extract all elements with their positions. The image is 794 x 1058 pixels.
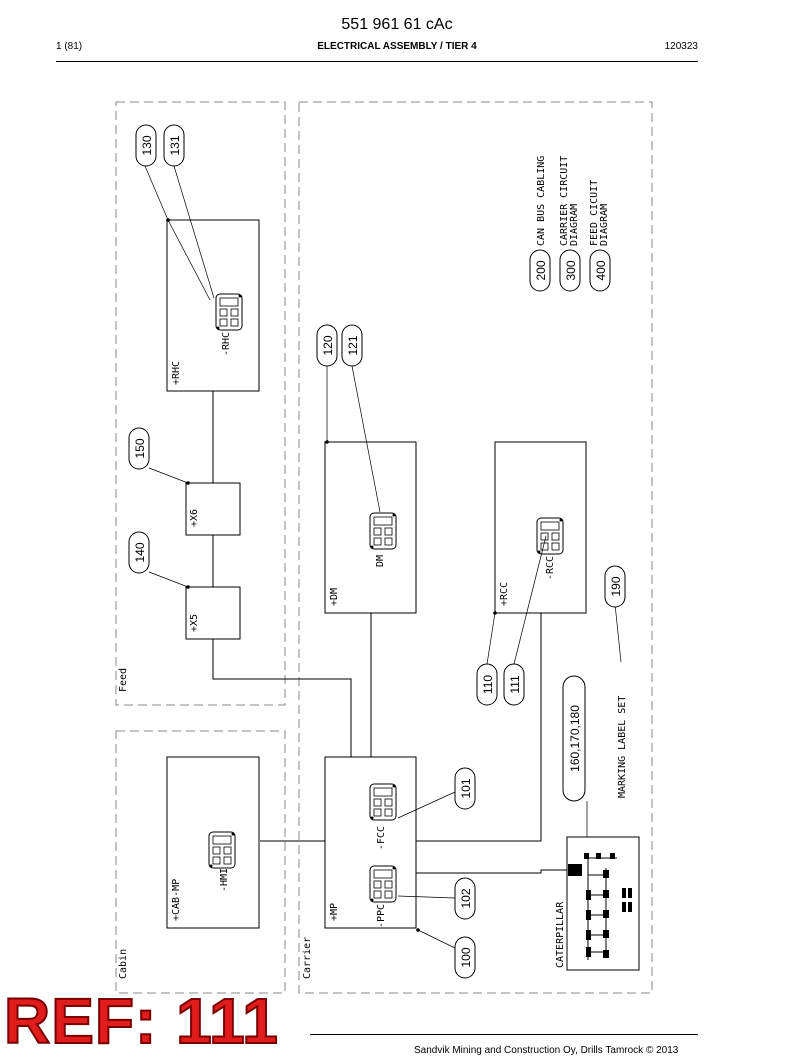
callout-190: 190 <box>604 565 626 608</box>
footer-rule <box>310 1034 698 1035</box>
unit-x6: +X6 <box>185 482 241 536</box>
callout-160-170-180-text: 160,170,180 <box>568 705 582 772</box>
unit-rhc-module: -RHC <box>221 332 232 356</box>
callout-140-text: 140 <box>133 542 147 562</box>
callout-131: 131 <box>163 124 185 167</box>
unit-rhc-label: +RHC <box>171 361 182 385</box>
document-date: 120323 <box>664 41 698 52</box>
legend-200-number: 200 <box>534 260 548 280</box>
callout-111-text: 111 <box>508 675 522 694</box>
callout-120-text: 120 <box>321 335 335 355</box>
callout-110-text: 110 <box>481 675 495 694</box>
callout-131-text: 131 <box>168 135 182 155</box>
page-title: ELECTRICAL ASSEMBLY / TIER 4 <box>317 41 477 52</box>
zone-carrier: Carrier <box>298 101 653 994</box>
callout-130-text: 130 <box>140 135 154 155</box>
legend-400-number: 400 <box>594 260 608 280</box>
zone-feed: Feed <box>115 101 286 706</box>
reference-watermark: REF: 111 <box>3 984 279 1058</box>
zone-cabin-label: Cabin <box>118 949 129 979</box>
legend-400-line1: FEED CICUIT <box>589 180 600 246</box>
document-number: 551 961 61 cAc <box>341 16 453 33</box>
legend-item-300: 300 CARRIER CIRCUIT DIAGRAM <box>559 156 581 292</box>
leader-dots <box>166 218 497 932</box>
legend-300-line1: CARRIER CIRCUIT <box>559 156 570 246</box>
leader-lines <box>144 165 622 949</box>
callout-102: 102 <box>454 877 476 920</box>
unit-rcc: +RCC -RCC <box>494 441 587 614</box>
callout-100: 100 <box>454 936 476 979</box>
unit-dm-module: DM <box>375 555 386 567</box>
callout-130: 130 <box>135 124 157 167</box>
zone-carrier-label: Carrier <box>302 937 313 979</box>
unit-mp-ppc-module: -PPC <box>376 904 387 928</box>
header-rule <box>56 61 698 62</box>
unit-x5: +X5 <box>185 586 241 640</box>
cables <box>212 391 567 874</box>
callout-120: 120 <box>316 324 338 367</box>
unit-cab-mp-module: -HMI <box>219 868 230 892</box>
callout-111: 111 <box>503 663 525 706</box>
zone-feed-label: Feed <box>118 668 129 692</box>
callout-150: 150 <box>128 427 150 470</box>
unit-rhc: +RHC -RHC <box>166 219 260 392</box>
unit-rcc-module: -RCC <box>545 556 556 580</box>
legend-item-200: 200 CAN BUS CABLING <box>529 156 551 292</box>
zone-cabin: Cabin <box>115 730 286 994</box>
unit-mp: +MP -FCC -PPC <box>324 756 417 929</box>
callout-102-text: 102 <box>459 888 473 908</box>
unit-mp-label: +MP <box>329 903 340 921</box>
callout-140: 140 <box>128 531 150 574</box>
callout-190-text: 190 <box>609 576 623 596</box>
legend-200-line1: CAN BUS CABLING <box>536 156 547 246</box>
caterpillar-label: CATERPILLAR <box>555 901 566 968</box>
unit-mp-fcc-module: -FCC <box>376 826 387 850</box>
page-number: 1 (81) <box>56 41 83 52</box>
callout-101: 101 <box>454 767 476 810</box>
unit-x5-label: +X5 <box>189 614 200 632</box>
legend-300-line2: DIAGRAM <box>569 204 580 246</box>
unit-cab-mp-label: +CAB-MP <box>171 879 182 921</box>
legend-item-400: 400 FEED CICUIT DIAGRAM <box>589 180 611 292</box>
legend: 200 CAN BUS CABLING 300 CARRIER CIRCUIT … <box>529 156 611 292</box>
unit-dm-label: +DM <box>329 588 340 606</box>
callout-110: 110 <box>476 663 498 706</box>
callout-100-text: 100 <box>459 947 473 967</box>
callout-121-text: 121 <box>346 335 360 355</box>
caterpillar-panel: CATERPILLAR <box>555 836 640 971</box>
callout-150-text: 150 <box>133 438 147 458</box>
unit-dm: +DM DM <box>324 441 417 614</box>
legend-300-number: 300 <box>564 260 578 280</box>
unit-rcc-label: +RCC <box>499 582 510 606</box>
callout-160-170-180: 160,170,180 <box>562 675 586 802</box>
marking-label-set: MARKING LABEL SET <box>617 696 628 798</box>
legend-400-line2: DIAGRAM <box>599 204 610 246</box>
callout-121: 121 <box>341 324 363 367</box>
footer-copyright: Sandvik Mining and Construction Oy, Dril… <box>414 1045 679 1056</box>
callout-101-text: 101 <box>459 778 473 798</box>
unit-cab-mp: +CAB-MP -HMI <box>166 756 260 929</box>
unit-x6-label: +X6 <box>189 509 200 527</box>
